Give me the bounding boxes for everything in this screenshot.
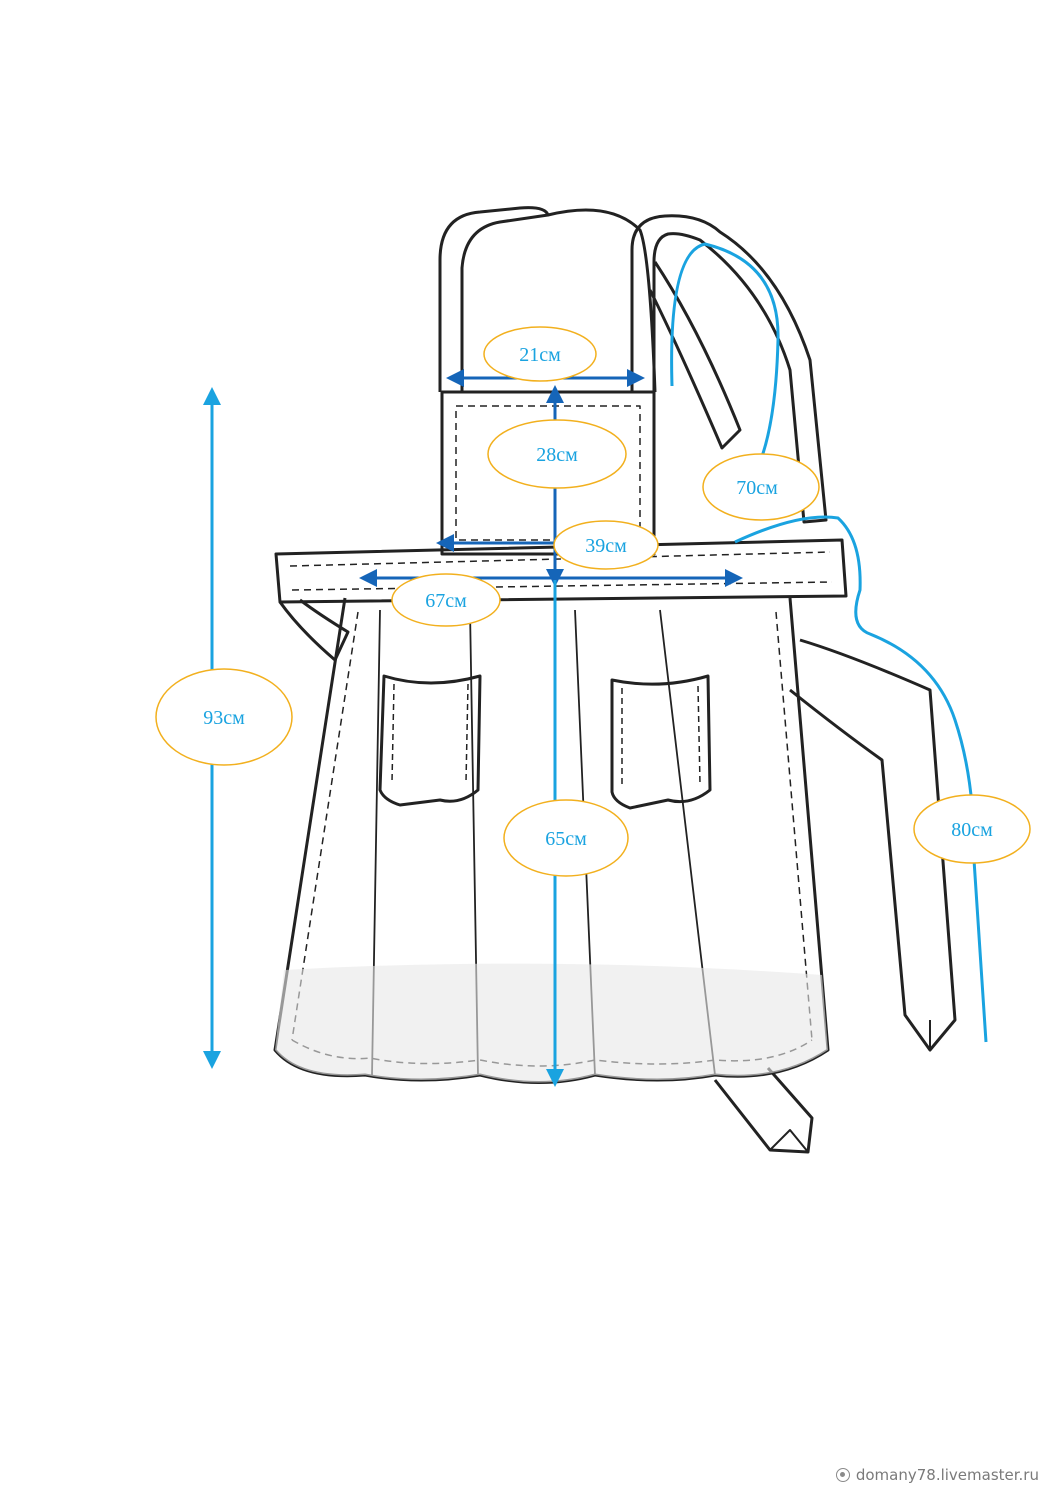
left-pocket-stitch [391,683,469,783]
right-strap [630,214,828,524]
left-strap-back [547,208,657,393]
svg-text:93см: 93см [203,707,245,729]
back-tie-tip [769,1129,809,1153]
label-bib-height: 28см [487,419,627,489]
svg-text:70см: 70см [736,477,778,499]
right-pocket-stitch [621,685,701,786]
hem-shade [275,963,828,1083]
measure-labels: 21см 28см 39см 67см 70см 93см 65см 80см [155,326,1031,877]
watermark-text: domany78.livemaster.ru [855,1466,1039,1484]
label-total-length: 93см [155,668,293,766]
label-waist-width: 67см [391,573,501,627]
label-bib-width: 21см [483,326,597,382]
left-strap [438,206,550,392]
left-pocket [378,674,482,807]
watermark: domany78.livemaster.ru [835,1466,1039,1484]
tie-length-curve [734,515,988,1043]
svg-text:67см: 67см [425,590,467,612]
right-pocket [610,674,712,810]
label-strap-length: 70см [702,453,820,521]
svg-text:28см: 28см [536,444,578,466]
strap-length-curve [670,242,780,463]
strap-end [648,261,742,450]
label-tie-length: 80см [913,794,1031,864]
measure-lines [203,242,988,1087]
svg-text:39см: 39см [585,535,627,557]
svg-text:80см: 80см [951,819,993,841]
label-skirt-length: 65см [503,799,629,877]
right-tie-tip [904,1014,956,1051]
svg-text:21см: 21см [519,344,561,366]
label-half-waist: 39см [553,520,659,570]
svg-text:65см: 65см [545,828,587,850]
snowflake-icon [835,1468,850,1482]
skirt-folds [371,609,716,1076]
